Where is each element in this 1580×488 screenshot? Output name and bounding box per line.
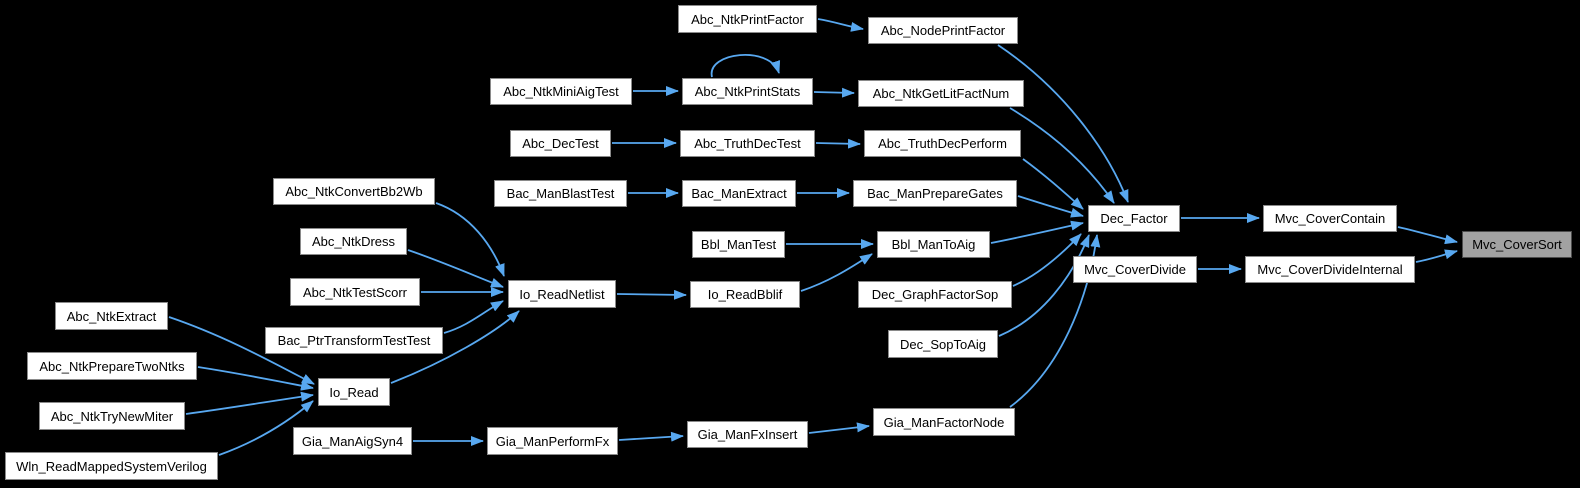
edge-io_readbblif-bbl_mantoaig bbox=[800, 253, 873, 292]
node-bbl_mantest[interactable]: Bbl_ManTest bbox=[692, 231, 785, 258]
node-bac_ptrtransformtesttest[interactable]: Bac_PtrTransformTestTest bbox=[265, 327, 443, 354]
node-abc_truthdectest[interactable]: Abc_TruthDecTest bbox=[680, 130, 815, 157]
node-dec_soptoaig[interactable]: Dec_SopToAig bbox=[888, 330, 998, 358]
node-abc_ntktrynewmiter[interactable]: Abc_NtkTryNewMiter bbox=[39, 402, 185, 430]
edge-abc_ntkgetlitfactnum-dec_factor bbox=[1009, 107, 1115, 204]
node-gia_manaigsyn4[interactable]: Gia_ManAigSyn4 bbox=[293, 427, 412, 455]
edge-gia_manfxinsert-gia_manfactornode bbox=[808, 422, 870, 434]
node-gia_manfxinsert[interactable]: Gia_ManFxInsert bbox=[687, 421, 808, 448]
node-abc_ntkextract[interactable]: Abc_NtkExtract bbox=[55, 302, 168, 330]
edge-abc_ntktrynewmiter-io_read bbox=[185, 391, 314, 415]
edge-io_readnetlist-io_readbblif bbox=[616, 289, 687, 300]
node-abc_ntkdress[interactable]: Abc_NtkDress bbox=[300, 228, 407, 255]
edge-bac_manpreparegates-dec_factor bbox=[1017, 195, 1084, 218]
edge-abc_nodeprintfactor-dec_factor bbox=[997, 44, 1129, 203]
node-dec_factor[interactable]: Dec_Factor bbox=[1088, 205, 1180, 232]
edge-abc_truthdecperform-dec_factor bbox=[1022, 158, 1084, 210]
node-abc_ntkconvertbb2wb[interactable]: Abc_NtkConvertBb2Wb bbox=[273, 178, 435, 205]
edge-mvc_covercontain-mvc_coversort bbox=[1397, 226, 1458, 245]
node-gia_manperformfx[interactable]: Gia_ManPerformFx bbox=[487, 427, 618, 455]
edge-wln_readmappedsystemverilog-io_read bbox=[218, 400, 314, 456]
edge-gia_manperformfx-gia_manfxinsert bbox=[618, 431, 684, 442]
node-bac_manextract[interactable]: Bac_ManExtract bbox=[682, 180, 796, 207]
node-mvc_coversort: Mvc_CoverSort bbox=[1462, 231, 1572, 258]
edge-abc_ntkprintfactor-abc_nodeprintfactor bbox=[817, 18, 864, 32]
edge-bac_ptrtransformtesttest-io_readnetlist bbox=[443, 300, 504, 334]
node-abc_ntkpreparetwontks[interactable]: Abc_NtkPrepareTwoNtks bbox=[27, 352, 197, 380]
node-mvc_coverdivideinternal[interactable]: Mvc_CoverDivideInternal bbox=[1245, 256, 1415, 283]
edge-abc_ntkconvertbb2wb-io_readnetlist bbox=[435, 202, 505, 277]
edge-abc_ntkprintstats-abc_ntkprintstats bbox=[711, 54, 781, 78]
node-abc_ntkprintstats[interactable]: Abc_NtkPrintStats bbox=[682, 78, 813, 105]
node-io_read[interactable]: Io_Read bbox=[318, 378, 390, 406]
node-gia_manfactornode[interactable]: Gia_ManFactorNode bbox=[873, 408, 1015, 436]
node-bbl_mantoaig[interactable]: Bbl_ManToAig bbox=[877, 231, 990, 258]
node-abc_ntkminiaigtest[interactable]: Abc_NtkMiniAigTest bbox=[490, 78, 632, 105]
node-bac_manpreparegates[interactable]: Bac_ManPrepareGates bbox=[853, 180, 1017, 207]
node-mvc_coverdivide[interactable]: Mvc_CoverDivide bbox=[1073, 256, 1197, 283]
edge-abc_ntkextract-io_read bbox=[168, 316, 315, 385]
edge-bbl_mantoaig-dec_factor bbox=[990, 220, 1084, 244]
node-abc_ntktestscorr[interactable]: Abc_NtkTestScorr bbox=[290, 278, 420, 306]
node-abc_dectest[interactable]: Abc_DecTest bbox=[510, 130, 611, 157]
node-wln_readmappedsystemverilog[interactable]: Wln_ReadMappedSystemVerilog bbox=[5, 452, 218, 480]
node-abc_ntkgetlitfactnum[interactable]: Abc_NtkGetLitFactNum bbox=[858, 80, 1024, 107]
edge-mvc_coverdivideinternal-mvc_coversort bbox=[1415, 249, 1458, 263]
edge-dec_soptoaig-dec_factor bbox=[998, 234, 1090, 337]
node-io_readbblif[interactable]: Io_ReadBblif bbox=[690, 281, 800, 308]
edge-dec_graphfactorsop-dec_factor bbox=[1012, 233, 1082, 287]
edge-abc_ntkprintstats-abc_ntkgetlitfactnum bbox=[813, 87, 855, 98]
node-abc_ntkprintfactor[interactable]: Abc_NtkPrintFactor bbox=[678, 5, 817, 33]
edge-abc_truthdectest-abc_truthdecperform bbox=[815, 138, 861, 149]
node-mvc_covercontain[interactable]: Mvc_CoverContain bbox=[1263, 205, 1397, 232]
edge-abc_ntkdress-io_readnetlist bbox=[407, 249, 504, 288]
node-abc_truthdecperform[interactable]: Abc_TruthDecPerform bbox=[864, 130, 1021, 157]
edge-abc_ntkpreparetwontks-io_read bbox=[197, 366, 314, 391]
node-abc_nodeprintfactor[interactable]: Abc_NodePrintFactor bbox=[868, 17, 1018, 44]
node-dec_graphfactorsop[interactable]: Dec_GraphFactorSop bbox=[858, 281, 1012, 308]
node-bac_manblasttest[interactable]: Bac_ManBlastTest bbox=[494, 180, 627, 207]
edge-io_read-io_readnetlist bbox=[390, 310, 520, 384]
node-io_readnetlist[interactable]: Io_ReadNetlist bbox=[508, 280, 616, 308]
